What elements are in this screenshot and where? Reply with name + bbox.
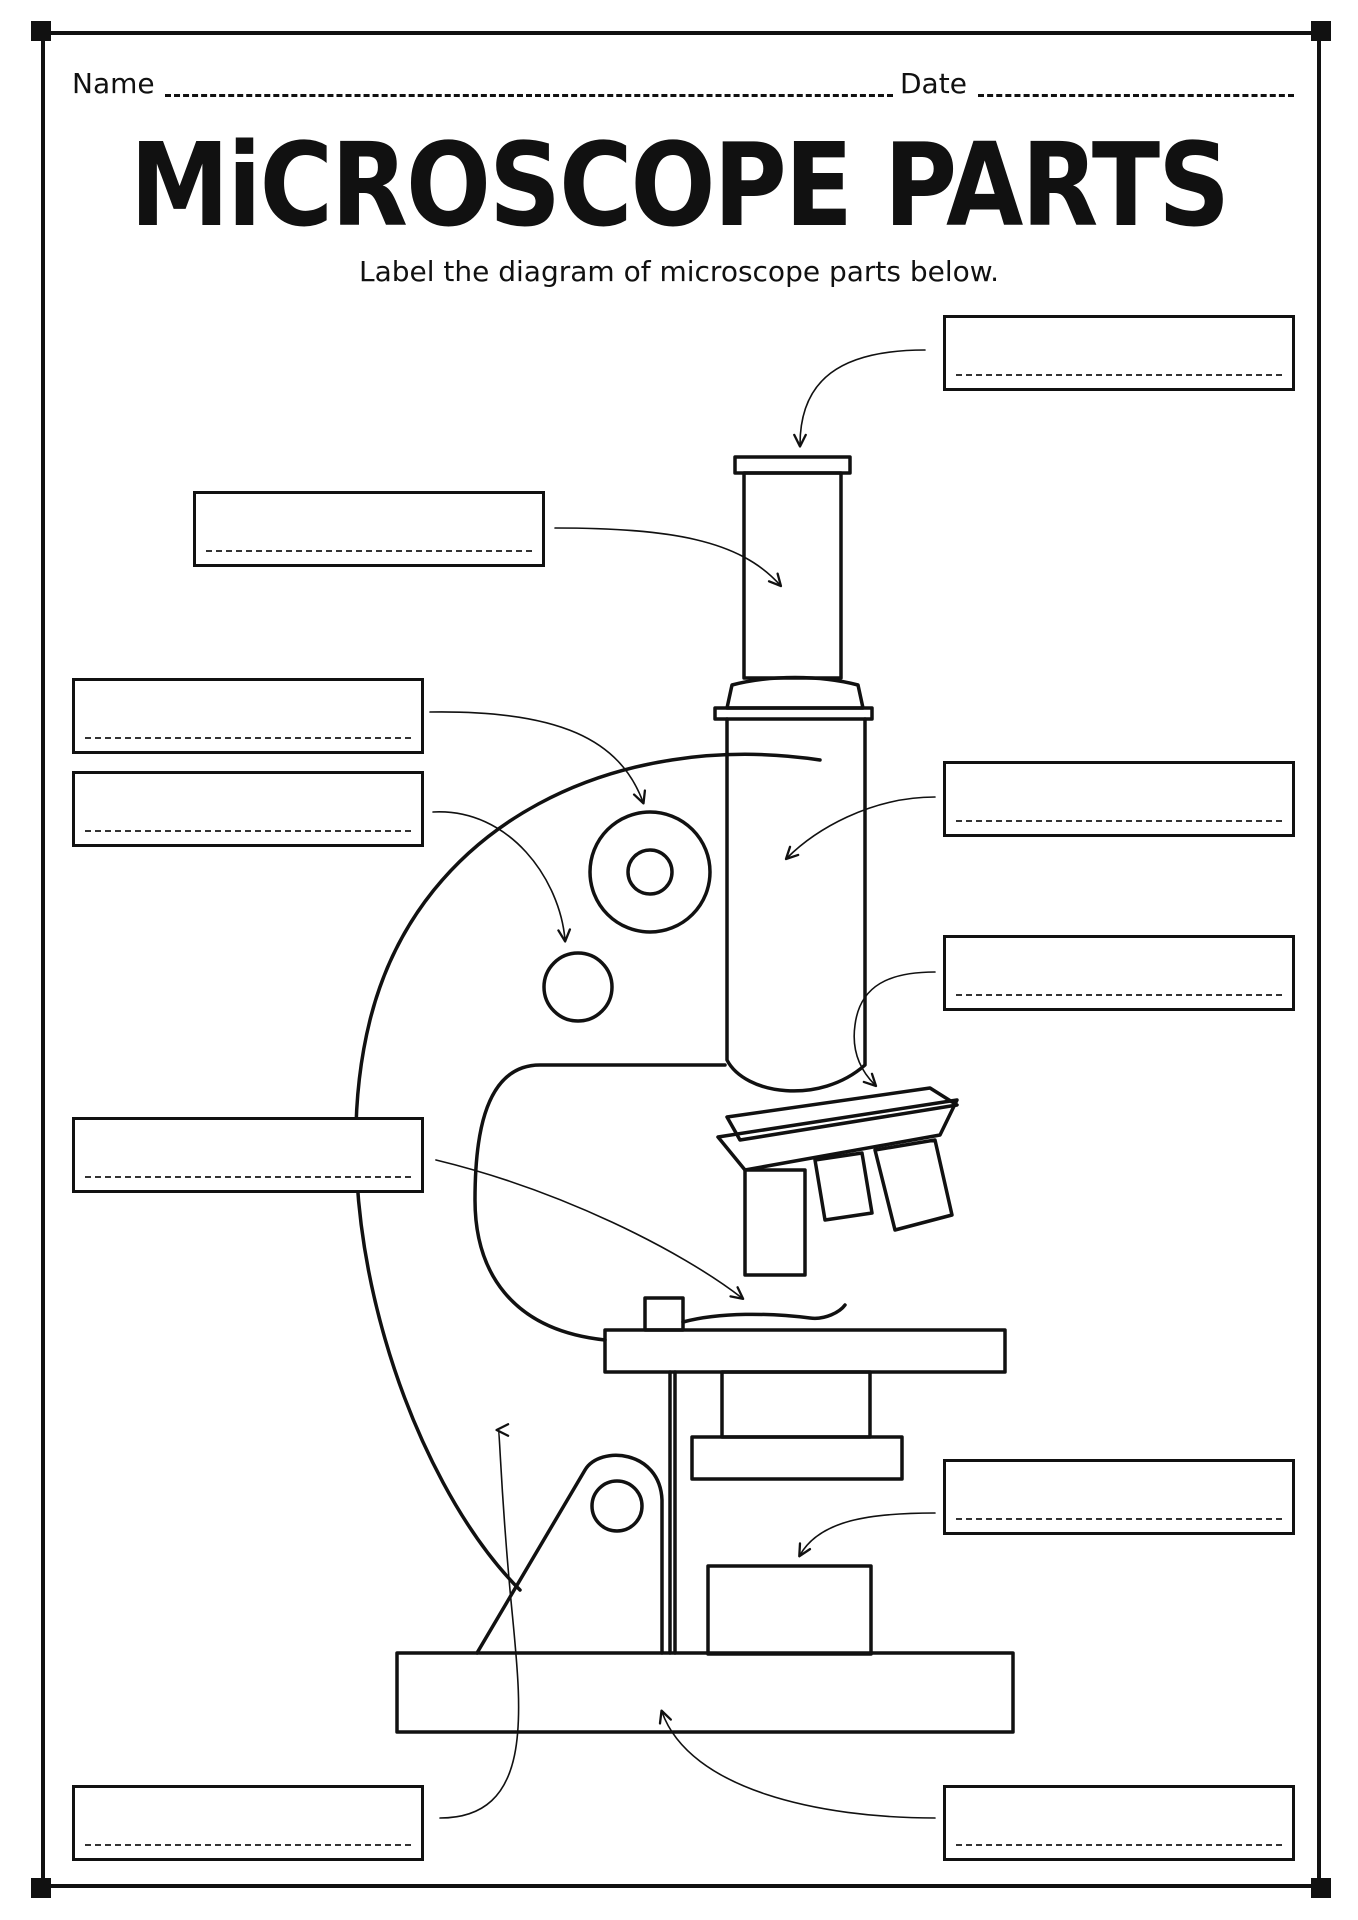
instructions: Label the diagram of microscope parts be… (358, 255, 1000, 288)
name-label: Name (72, 67, 155, 100)
label-box-nosepiece[interactable] (943, 935, 1295, 1011)
label-box-arm-lower[interactable] (72, 1785, 424, 1861)
coarse-focus-knob-center (626, 848, 674, 896)
nosepiece-body (716, 1098, 959, 1172)
eyepiece-rim (733, 455, 852, 475)
label-box-eyepiece[interactable] (943, 315, 1295, 391)
name-field[interactable] (165, 94, 893, 97)
answer-line (85, 1176, 411, 1178)
stage-clip-block (643, 1296, 685, 1332)
coarse-focus-knob (588, 810, 712, 934)
arrow-arm-lower (439, 1423, 520, 1819)
arrow-nosepiece (853, 971, 936, 1088)
corner-marker-bottom-left (31, 1878, 51, 1898)
date-field[interactable] (978, 94, 1294, 97)
corner-marker-top-left (31, 21, 51, 41)
corner-marker-bottom-right (1311, 1878, 1331, 1898)
answer-line (85, 1844, 411, 1846)
arrow-stage-clips (435, 1159, 745, 1301)
condenser (720, 1370, 872, 1439)
corner-marker-top-right (1311, 21, 1331, 41)
label-box-diaphragm[interactable] (943, 1459, 1295, 1535)
pivot-knob (590, 1479, 644, 1533)
objective-long (743, 1168, 807, 1277)
eyepiece-tube (742, 471, 843, 680)
support-column (668, 1370, 677, 1655)
page-title: MiCROSCOPE PARTS (129, 118, 1230, 253)
answer-line (85, 830, 411, 832)
light-source-block (706, 1564, 873, 1656)
microscope-drawing (354, 455, 1015, 1734)
answer-line (206, 550, 532, 552)
pivot-arm (475, 1453, 664, 1655)
label-box-base[interactable] (943, 1785, 1295, 1861)
answer-line (956, 1844, 1282, 1846)
fine-focus-knob (542, 951, 614, 1023)
date-label: Date (900, 67, 967, 100)
nosepiece-top (725, 1086, 959, 1142)
label-box-arm[interactable] (943, 761, 1295, 837)
label-box-coarse-focus[interactable] (72, 678, 424, 754)
arrow-coarse-focus (429, 711, 647, 805)
answer-line (956, 994, 1282, 996)
worksheet-border (41, 31, 1321, 1888)
arrow-arm (784, 796, 936, 861)
arrow-eyepiece (793, 349, 926, 448)
stage (603, 1328, 1007, 1374)
answer-line (956, 1518, 1282, 1520)
answer-line (956, 374, 1282, 376)
arrow-fine-focus (432, 811, 572, 943)
diaphragm-plate (690, 1435, 904, 1481)
objective-short (873, 1138, 954, 1232)
base (395, 1651, 1015, 1734)
label-box-stage-clips[interactable] (72, 1117, 424, 1193)
arm-outline (354, 752, 822, 1592)
pointer-arrows (429, 349, 936, 1819)
body-tube (725, 717, 867, 1093)
answer-line (956, 820, 1282, 822)
arm-inner (473, 1063, 727, 1342)
objective-mid (813, 1151, 874, 1222)
label-box-body-tube[interactable] (193, 491, 545, 567)
tube-collar (725, 675, 865, 710)
label-box-fine-focus[interactable] (72, 771, 424, 847)
arrow-diaphragm (798, 1512, 936, 1558)
collar-ring (713, 706, 874, 721)
stage-clip (681, 1303, 847, 1324)
arrow-base (658, 1709, 936, 1819)
answer-line (85, 737, 411, 739)
arrow-body-tube (554, 527, 783, 588)
